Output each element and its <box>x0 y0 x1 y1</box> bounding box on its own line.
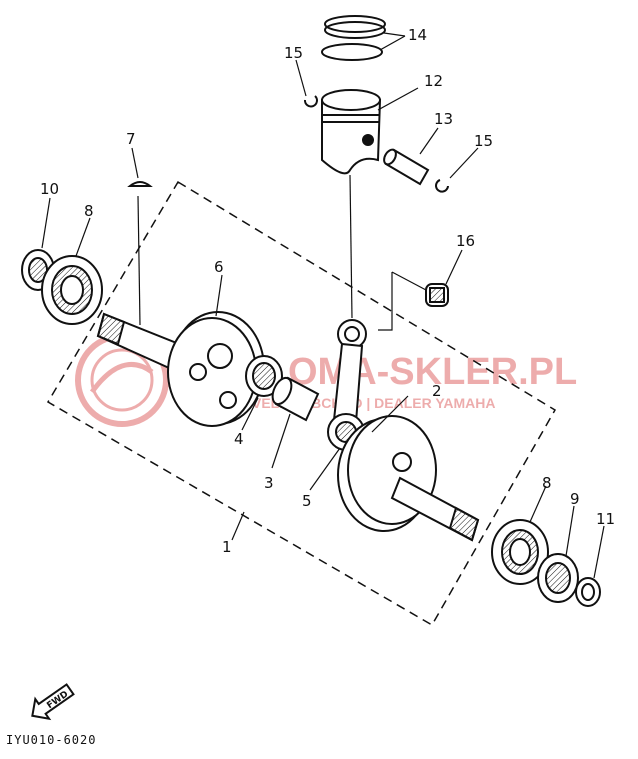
piston-pin <box>383 148 430 186</box>
callout-1: 1 <box>222 538 232 556</box>
crank-right <box>337 415 480 542</box>
bearing-right <box>491 519 549 585</box>
callout-9: 9 <box>570 490 580 508</box>
small-end-bearing <box>425 283 449 307</box>
crank-pin <box>271 376 320 422</box>
callout-8-right: 8 <box>542 474 552 492</box>
callout-10: 10 <box>40 180 59 198</box>
callout-6: 6 <box>214 258 224 276</box>
figure-code: IYU010-6020 <box>6 733 96 747</box>
piston-rings <box>321 15 386 61</box>
big-end-bearing <box>245 355 283 397</box>
callout-8-left: 8 <box>84 202 94 220</box>
callout-16: 16 <box>456 232 475 250</box>
callout-5: 5 <box>302 492 312 510</box>
callout-11: 11 <box>596 510 615 528</box>
circlip-left <box>304 95 318 108</box>
callout-14: 14 <box>408 26 427 44</box>
collar <box>575 577 601 607</box>
callout-4: 4 <box>234 430 244 448</box>
callout-2: 2 <box>432 382 442 400</box>
crank-left <box>96 311 265 427</box>
assembly-boundary <box>46 180 557 627</box>
piston <box>321 89 382 175</box>
callout-labels: 1 2 3 4 5 6 7 8 8 9 10 11 12 13 14 15 15… <box>40 26 615 556</box>
callout-7: 7 <box>126 130 136 148</box>
callout-12: 12 <box>424 72 443 90</box>
woodruff-key <box>127 181 153 187</box>
fwd-arrow-icon: FWD <box>31 683 75 721</box>
leader-lines <box>137 174 427 331</box>
connecting-rod <box>327 319 367 451</box>
callout-leaders <box>41 32 605 579</box>
callout-15-left: 15 <box>284 44 303 62</box>
watermark: OMA-SKLER.PL VEĽKOOBCHOD | DEALER YAMAHA <box>75 333 577 427</box>
oil-seal-right <box>537 553 579 603</box>
bearing-left <box>41 255 103 325</box>
circlip-right <box>435 179 449 193</box>
callout-15-right: 15 <box>474 132 493 150</box>
callout-3: 3 <box>264 474 274 492</box>
callout-13: 13 <box>434 110 453 128</box>
watermark-site: OMA-SKLER.PL <box>288 351 577 393</box>
